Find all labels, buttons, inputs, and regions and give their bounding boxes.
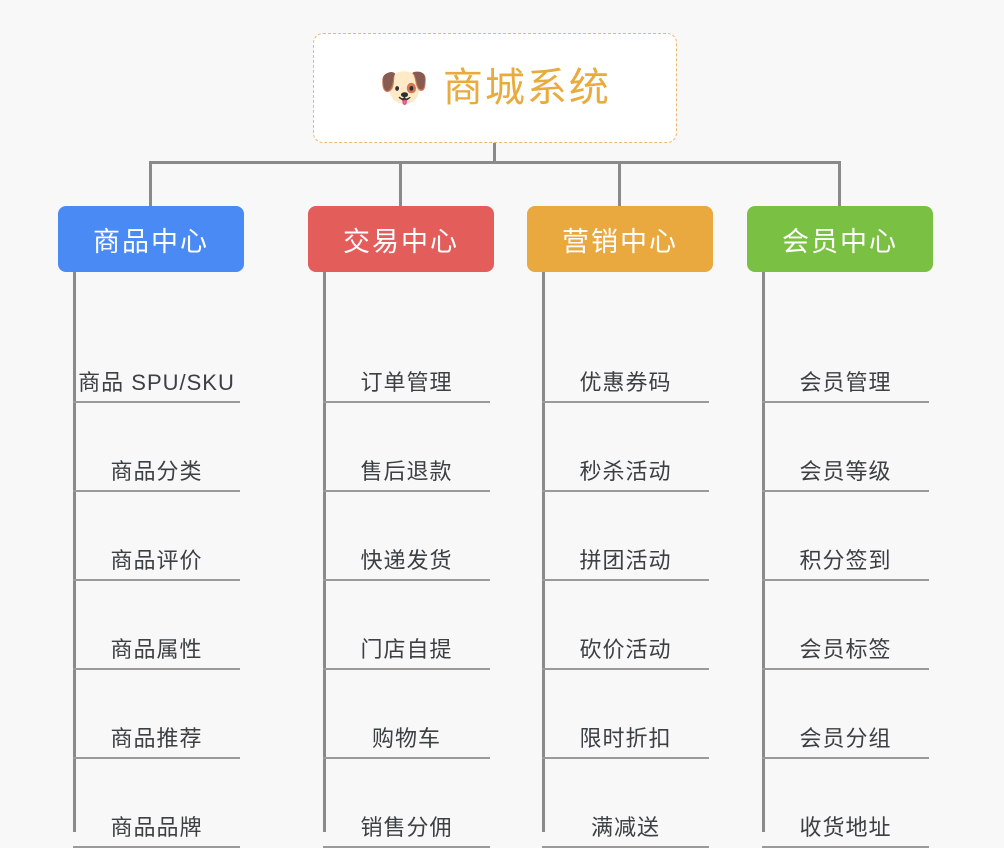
- leaf-label: 商品属性: [110, 637, 203, 662]
- leaf-label: 秒杀活动: [579, 459, 672, 484]
- leaf-area-3: 优惠券码 秒杀活动 拼团活动 砍价活动 限时折扣 满减送: [542, 272, 713, 848]
- leaf-label: 会员分组: [799, 726, 892, 751]
- leaf-item[interactable]: 砍价活动: [542, 581, 709, 670]
- leaf-item[interactable]: 收货地址: [762, 759, 929, 848]
- leaf-item[interactable]: 商品品牌: [73, 759, 240, 848]
- leaf-item[interactable]: 积分签到: [762, 492, 929, 581]
- leaf-item[interactable]: 优惠券码: [542, 314, 709, 403]
- leaf-label: 会员管理: [799, 370, 892, 395]
- branch-column-4: 会员中心 会员管理 会员等级 积分签到 会员标签 会员分组 收货地址: [747, 206, 933, 848]
- branch-column-1: 商品中心 商品 SPU/SKU 商品分类 商品评价 商品属性 商品推荐 商品品牌: [58, 206, 244, 848]
- leaf-label: 商品推荐: [110, 726, 203, 751]
- branch-spine-3: [542, 272, 545, 832]
- leaf-label: 购物车: [371, 726, 441, 751]
- branch-header-label-4: 会员中心: [782, 226, 898, 257]
- leaf-item[interactable]: 秒杀活动: [542, 403, 709, 492]
- leaf-label: 满减送: [590, 815, 660, 840]
- shiba-dog-icon: 🐶: [379, 66, 429, 110]
- leaf-item[interactable]: 快递发货: [323, 492, 490, 581]
- branch-column-2: 交易中心 订单管理 售后退款 快递发货 门店自提 购物车 销售分佣: [308, 206, 494, 848]
- leaf-label: 售后退款: [360, 459, 453, 484]
- branch-spine-2: [323, 272, 326, 832]
- leaf-label: 商品品牌: [110, 815, 203, 840]
- connector-drop-1: [149, 161, 152, 206]
- leaf-item[interactable]: 会员分组: [762, 670, 929, 759]
- leaf-label: 积分签到: [799, 548, 892, 573]
- leaf-label: 门店自提: [360, 637, 453, 662]
- leaf-label: 限时折扣: [579, 726, 672, 751]
- leaf-area-2: 订单管理 售后退款 快递发货 门店自提 购物车 销售分佣: [323, 272, 494, 848]
- leaf-item[interactable]: 购物车: [323, 670, 490, 759]
- leaf-item[interactable]: 门店自提: [323, 581, 490, 670]
- leaf-item[interactable]: 商品 SPU/SKU: [73, 314, 240, 403]
- branch-header-label-3: 营销中心: [562, 226, 678, 257]
- leaf-item[interactable]: 拼团活动: [542, 492, 709, 581]
- branch-header-4[interactable]: 会员中心: [747, 206, 933, 272]
- branch-spine-4: [762, 272, 765, 832]
- leaf-label: 商品评价: [110, 548, 203, 573]
- branch-header-3[interactable]: 营销中心: [527, 206, 713, 272]
- leaf-item[interactable]: 会员等级: [762, 403, 929, 492]
- leaf-label: 收货地址: [799, 815, 892, 840]
- connector-root-vertical: [493, 143, 496, 164]
- branch-header-label-2: 交易中心: [343, 226, 459, 257]
- leaf-item[interactable]: 商品推荐: [73, 670, 240, 759]
- branch-header-1[interactable]: 商品中心: [58, 206, 244, 272]
- leaf-label: 拼团活动: [579, 548, 672, 573]
- leaf-item[interactable]: 售后退款: [323, 403, 490, 492]
- leaf-item[interactable]: 订单管理: [323, 314, 490, 403]
- leaf-item[interactable]: 商品分类: [73, 403, 240, 492]
- connector-drop-3: [618, 161, 621, 206]
- leaf-area-1: 商品 SPU/SKU 商品分类 商品评价 商品属性 商品推荐 商品品牌: [73, 272, 244, 848]
- root-node-title: 商城系统: [442, 66, 611, 110]
- leaf-label: 快递发货: [360, 548, 453, 573]
- root-node-mall-system[interactable]: 🐶 商城系统: [313, 33, 677, 143]
- leaf-label: 商品分类: [110, 459, 203, 484]
- leaf-label: 商品 SPU/SKU: [78, 370, 235, 395]
- branch-spine-1: [73, 272, 76, 832]
- leaf-label: 会员等级: [799, 459, 892, 484]
- leaf-label: 优惠券码: [579, 370, 672, 395]
- leaf-label: 销售分佣: [360, 815, 453, 840]
- leaf-area-4: 会员管理 会员等级 积分签到 会员标签 会员分组 收货地址: [762, 272, 933, 848]
- branch-header-2[interactable]: 交易中心: [308, 206, 494, 272]
- leaf-label: 砍价活动: [579, 637, 672, 662]
- branch-header-label-1: 商品中心: [93, 226, 209, 257]
- branch-column-3: 营销中心 优惠券码 秒杀活动 拼团活动 砍价活动 限时折扣 满减送: [527, 206, 713, 848]
- leaf-item[interactable]: 会员标签: [762, 581, 929, 670]
- leaf-label: 订单管理: [360, 370, 453, 395]
- connector-drop-2: [399, 161, 402, 206]
- connector-horizontal-bus: [149, 161, 841, 164]
- leaf-label: 会员标签: [799, 637, 892, 662]
- leaf-item[interactable]: 限时折扣: [542, 670, 709, 759]
- leaf-item[interactable]: 商品属性: [73, 581, 240, 670]
- leaf-item[interactable]: 商品评价: [73, 492, 240, 581]
- leaf-item[interactable]: 满减送: [542, 759, 709, 848]
- leaf-item[interactable]: 会员管理: [762, 314, 929, 403]
- leaf-item[interactable]: 销售分佣: [323, 759, 490, 848]
- connector-drop-4: [838, 161, 841, 206]
